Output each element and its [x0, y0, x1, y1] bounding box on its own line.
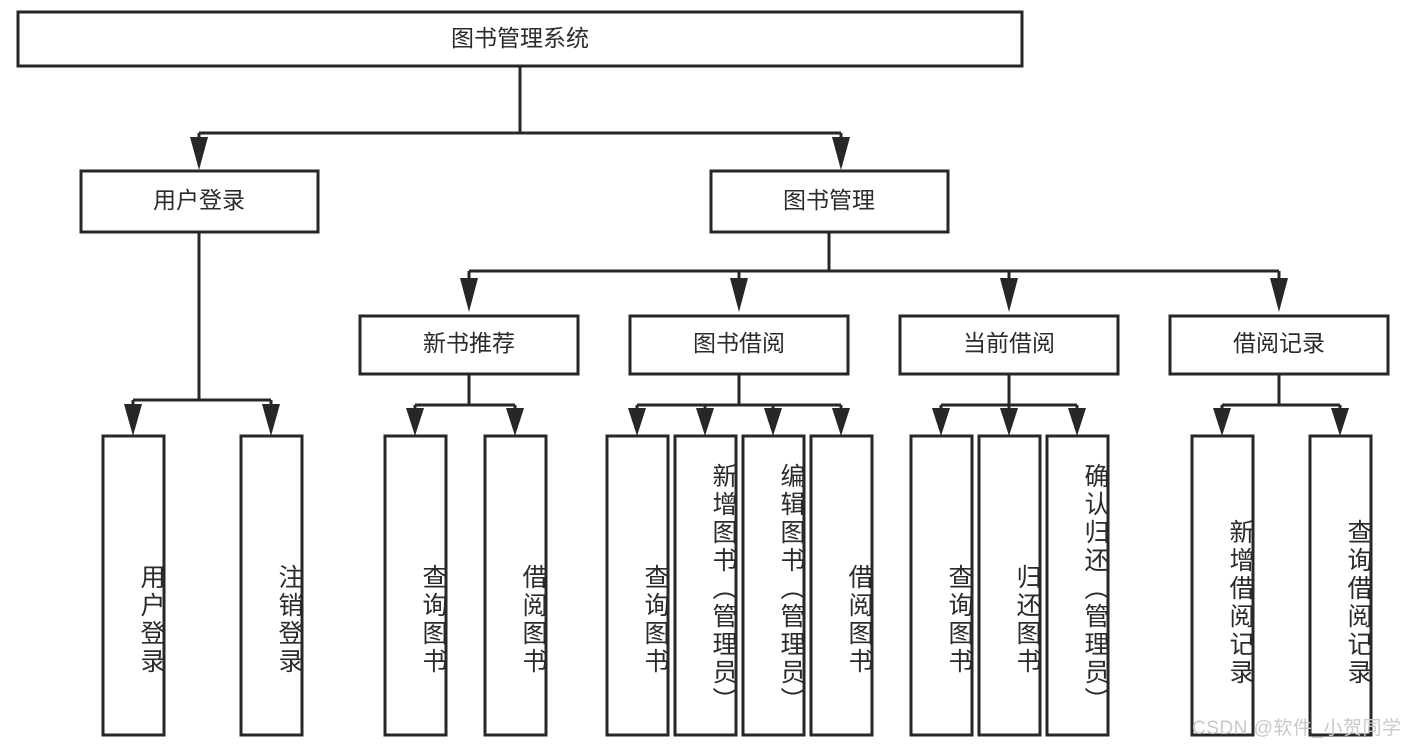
- arrow-down-icon: [1213, 408, 1231, 436]
- node-current-borrow-box[interactable]: [898, 314, 1120, 376]
- node-user-login-label: 用户登录: [153, 187, 245, 213]
- leaf-box-add-record[interactable]: [1190, 434, 1255, 737]
- leaf-box-query-book-2[interactable]: [605, 434, 670, 737]
- node-borrow-record[interactable]: 借阅记录: [1168, 314, 1390, 376]
- node-new-book-recommend-box[interactable]: [358, 314, 580, 376]
- node-book-borrow[interactable]: 图书借阅: [628, 314, 850, 376]
- leaf-box-return-book[interactable]: [977, 434, 1042, 737]
- arrow-down-icon: [124, 404, 142, 436]
- node-root-label: 图书管理系统: [451, 25, 589, 51]
- arrow-down-icon: [730, 278, 748, 312]
- connector-current-borrow-to-leaves: [932, 374, 1086, 436]
- arrow-down-icon: [460, 278, 478, 312]
- leaf-box-borrow-book-1[interactable]: [483, 434, 548, 737]
- node-book-borrow-label: 图书借阅: [693, 330, 785, 356]
- connector-book-management-to-level3: [460, 232, 1288, 312]
- leaf-box-borrow-book-2[interactable]: [809, 434, 874, 737]
- leaf-box-confirm-return[interactable]: [1045, 434, 1110, 737]
- arrow-down-icon: [696, 408, 714, 436]
- node-root-box[interactable]: [16, 10, 1024, 68]
- leaf-box-edit-book[interactable]: [741, 434, 806, 737]
- node-user-login[interactable]: 用户登录: [79, 169, 320, 234]
- node-book-management-label: 图书管理: [783, 187, 875, 213]
- connector-borrow-record-to-leaves: [1213, 374, 1349, 436]
- connector-root-to-level2: [190, 66, 850, 170]
- leaf-box-query-record[interactable]: [1308, 434, 1373, 737]
- connector-user-login-to-leaves: [124, 232, 280, 436]
- connector-book-borrow-to-leaves: [628, 374, 850, 436]
- arrow-down-icon: [1331, 408, 1349, 436]
- arrow-down-icon: [1000, 408, 1018, 436]
- leaf-box-user-login[interactable]: [101, 434, 166, 737]
- node-book-management[interactable]: 图书管理: [709, 169, 950, 234]
- node-new-book-recommend[interactable]: 新书推荐: [358, 314, 580, 376]
- arrow-down-icon: [1068, 408, 1086, 436]
- arrow-down-icon: [262, 404, 280, 436]
- leaf-box-query-book-3[interactable]: [909, 434, 974, 737]
- arrow-down-icon: [932, 408, 950, 436]
- arrow-down-icon: [190, 137, 208, 170]
- node-current-borrow[interactable]: 当前借阅: [898, 314, 1120, 376]
- arrow-down-icon: [764, 408, 782, 436]
- leaf-box-logout[interactable]: [239, 434, 304, 737]
- connector-new-book-recommend-to-leaves: [406, 374, 524, 436]
- node-root[interactable]: 图书管理系统: [16, 10, 1024, 68]
- leaf-box-query-book-1[interactable]: [383, 434, 448, 737]
- arrow-down-icon: [1270, 278, 1288, 312]
- csdn-watermark: CSDN @软件_小贺同学: [1192, 718, 1402, 739]
- node-borrow-record-label: 借阅记录: [1233, 330, 1325, 356]
- arrow-down-icon: [506, 408, 524, 436]
- node-current-borrow-label: 当前借阅: [963, 330, 1055, 356]
- arrow-down-icon: [832, 408, 850, 436]
- node-user-login-box[interactable]: [79, 169, 320, 234]
- arrow-down-icon: [832, 137, 850, 170]
- leaf-box-add-book[interactable]: [673, 434, 738, 737]
- arrow-down-icon: [406, 408, 424, 436]
- node-new-book-recommend-label: 新书推荐: [423, 330, 515, 356]
- arrow-down-icon: [628, 408, 646, 436]
- arrow-down-icon: [1000, 278, 1018, 312]
